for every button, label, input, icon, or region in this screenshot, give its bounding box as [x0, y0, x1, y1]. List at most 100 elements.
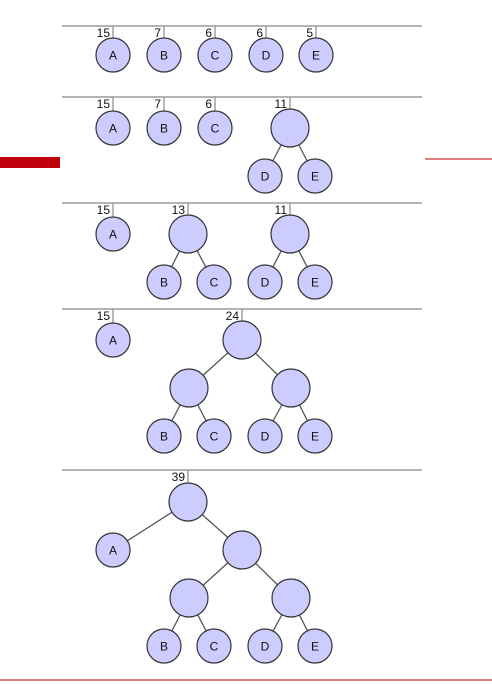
leaf-circle — [196, 628, 232, 664]
weight-label: 15 — [97, 97, 111, 111]
leaf-node-b: B — [146, 110, 182, 146]
internal-circle — [168, 482, 208, 522]
leaf-label: B — [160, 122, 168, 136]
leaf-circle — [146, 37, 182, 73]
leaf-node-a: A — [95, 110, 131, 146]
leaf-node-d: D — [247, 158, 283, 194]
forest-root: 15A — [95, 309, 131, 358]
leaf-label: E — [312, 49, 320, 63]
leaf-circle — [248, 37, 284, 73]
leaf-label: D — [262, 49, 271, 63]
leaf-circle — [197, 110, 233, 146]
leaf-circle — [196, 418, 232, 454]
leaf-node-a: A — [95, 37, 131, 73]
leaf-node-e: E — [297, 264, 333, 300]
leaf-node-b: B — [146, 628, 182, 664]
leaf-node-a: A — [95, 216, 131, 252]
forest-root: 15A — [95, 26, 131, 73]
leaf-label: C — [211, 122, 220, 136]
internal-node — [169, 368, 209, 408]
forest-root: 6D — [248, 26, 284, 73]
weight-label: 15 — [97, 203, 111, 217]
leaf-label: A — [109, 544, 117, 558]
leaf-node-c: C — [197, 110, 233, 146]
internal-circle — [169, 368, 209, 408]
leaf-node-d: D — [247, 418, 283, 454]
leaf-circle — [95, 216, 131, 252]
leaf-circle — [247, 264, 283, 300]
weight-label: 39 — [172, 470, 186, 484]
leaf-label: D — [261, 640, 270, 654]
weight-label: 15 — [97, 26, 111, 40]
leaf-circle — [196, 264, 232, 300]
weight-label: 13 — [172, 203, 186, 217]
forest-root: 13B C — [146, 203, 232, 300]
weight-label: 7 — [154, 97, 161, 111]
leaf-node-c: C — [197, 37, 233, 73]
internal-node — [168, 214, 208, 254]
leaf-node-a: A — [95, 322, 131, 358]
leaf-label: A — [109, 228, 117, 242]
forest-root: 7B — [146, 26, 182, 73]
leaf-label: E — [311, 170, 319, 184]
internal-circle — [270, 214, 310, 254]
leaf-node-b: B — [146, 264, 182, 300]
weight-label: 15 — [97, 309, 111, 323]
internal-node — [270, 214, 310, 254]
leaf-circle — [146, 110, 182, 146]
internal-node — [222, 320, 262, 360]
forest-root: 7B — [146, 97, 182, 146]
leaf-label: C — [210, 640, 219, 654]
forest-root: 15A — [95, 97, 131, 146]
weight-label: 6 — [205, 26, 212, 40]
leaf-label: C — [210, 276, 219, 290]
leaf-circle — [297, 628, 333, 664]
leaf-node-a: A — [95, 532, 131, 568]
forest-root: 15A — [95, 203, 131, 252]
leaf-node-e: E — [298, 37, 334, 73]
internal-circle — [271, 368, 311, 408]
internal-node — [222, 530, 262, 570]
leaf-circle — [95, 322, 131, 358]
leaf-label: B — [160, 276, 168, 290]
leaf-node-d: D — [248, 37, 284, 73]
leaf-node-c: C — [196, 418, 232, 454]
leaf-label: D — [261, 170, 270, 184]
leaf-label: C — [210, 430, 219, 444]
internal-circle — [270, 108, 310, 148]
internal-node — [271, 368, 311, 408]
leaf-circle — [197, 37, 233, 73]
leaf-node-d: D — [247, 628, 283, 664]
internal-circle — [169, 578, 209, 618]
leaf-node-e: E — [297, 158, 333, 194]
forest-root: 39A B C D E — [95, 470, 333, 664]
weight-label: 6 — [256, 26, 263, 40]
leaf-circle — [146, 628, 182, 664]
leaf-node-c: C — [196, 628, 232, 664]
internal-node — [271, 578, 311, 618]
leaf-circle — [146, 418, 182, 454]
red-accent-bar — [0, 157, 60, 168]
leaf-label: B — [160, 640, 168, 654]
internal-circle — [168, 214, 208, 254]
leaf-circle — [247, 418, 283, 454]
step-panel-5: 39A B C D E — [62, 469, 422, 664]
internal-circle — [222, 530, 262, 570]
leaf-circle — [298, 37, 334, 73]
leaf-circle — [247, 628, 283, 664]
weight-label: 11 — [275, 203, 288, 217]
leaf-circle — [146, 264, 182, 300]
leaf-circle — [297, 418, 333, 454]
forest-root: 6C — [197, 26, 233, 73]
leaf-label: B — [160, 430, 168, 444]
leaf-node-e: E — [297, 628, 333, 664]
leaf-label: E — [311, 430, 319, 444]
